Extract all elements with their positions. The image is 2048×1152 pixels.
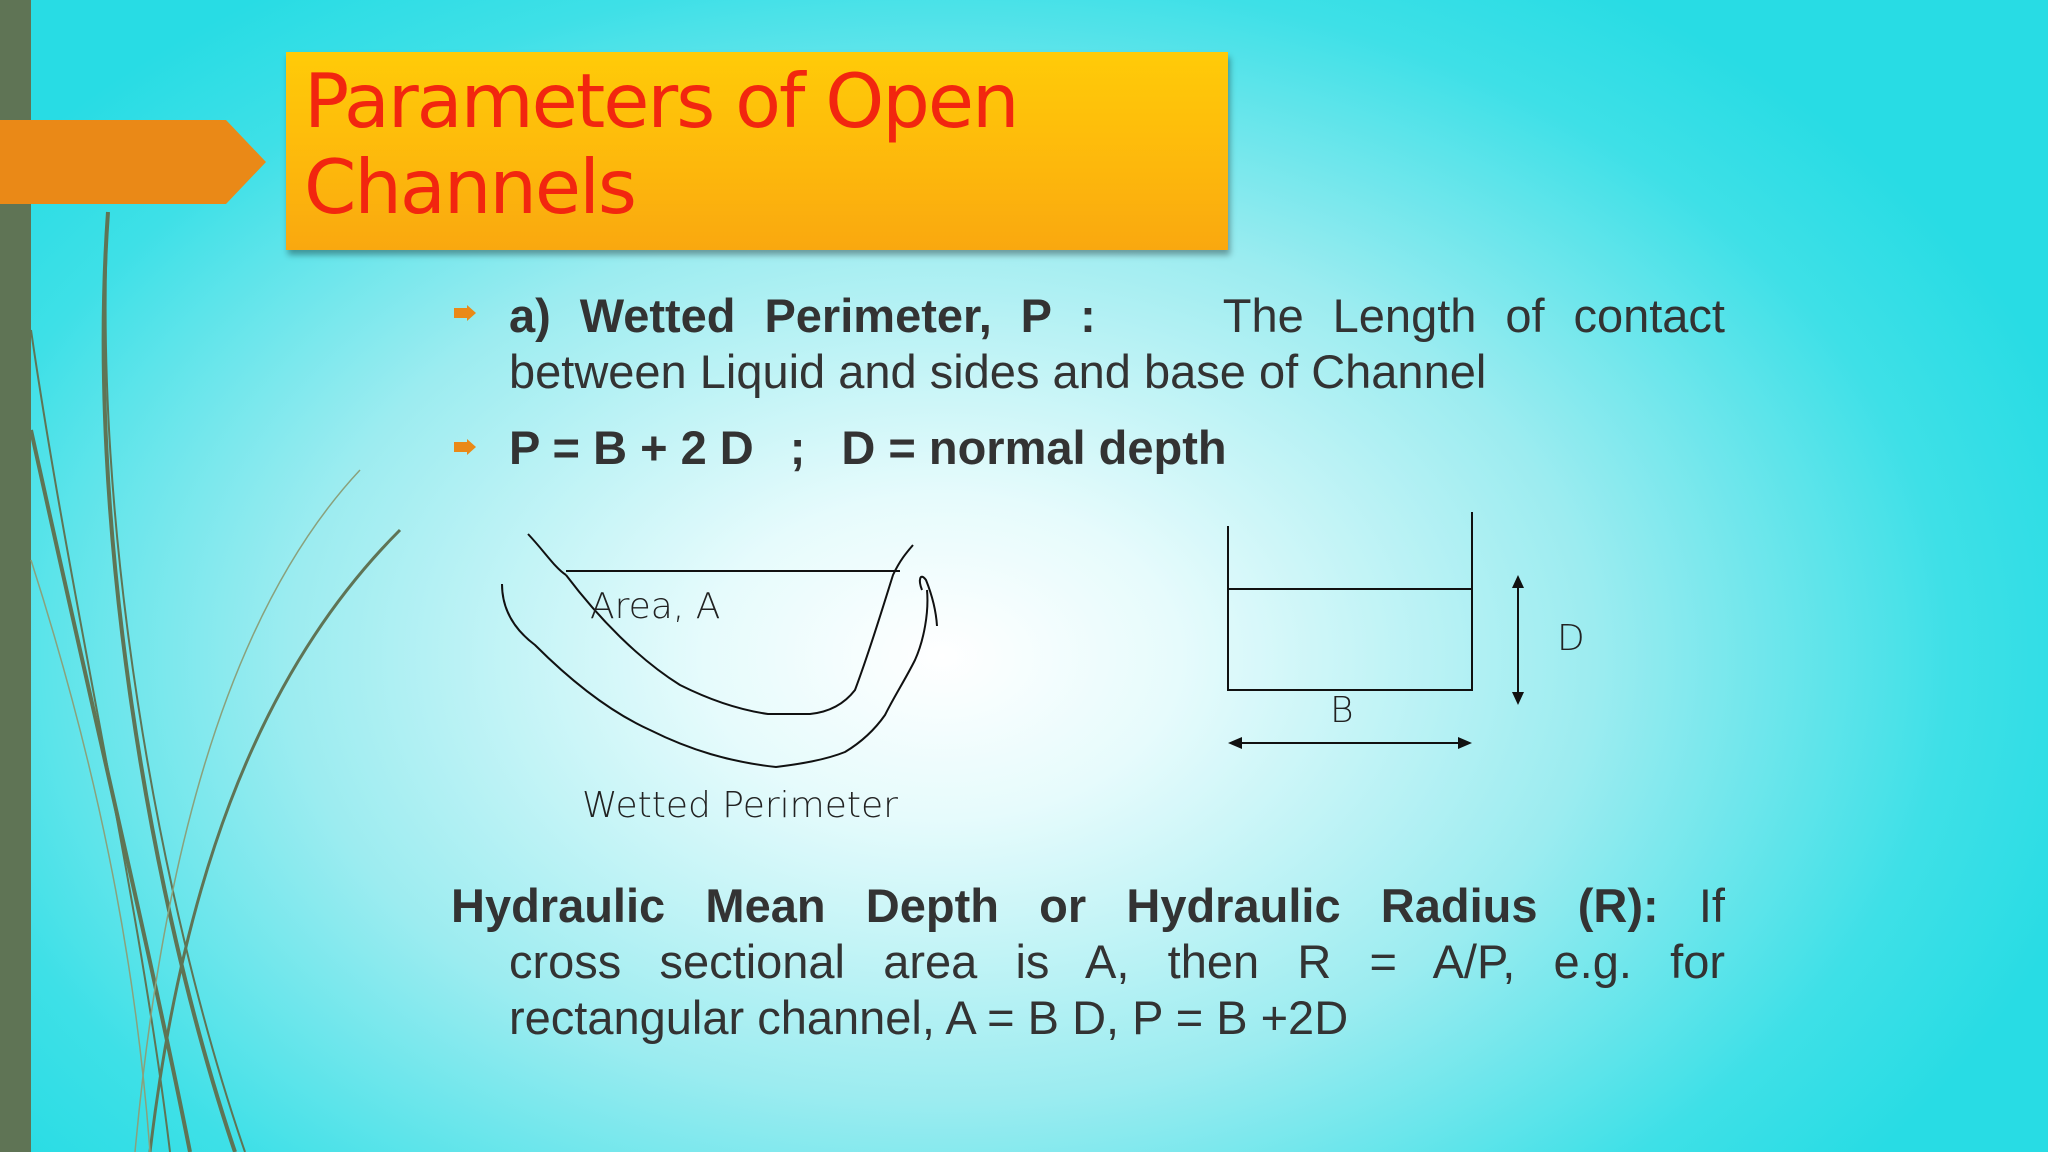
para-heading: Hydraulic Mean Depth or Hydraulic Radius… — [451, 879, 1659, 932]
para-line2-a: cross sectional area is A, then — [509, 935, 1260, 988]
bullet1-term: Wetted Perimeter, P : — [579, 289, 1096, 342]
trapezoid-channel-sketch — [501, 533, 938, 769]
para-line2-b: R = A/P, — [1297, 935, 1516, 988]
slide-title-line1: Parameters of Open — [304, 57, 1020, 145]
arrow-right-icon — [454, 305, 476, 321]
bullet1-label: a) — [509, 289, 551, 342]
title-arrow-tab — [0, 120, 266, 204]
wetted-perimeter-label: Wetted Perimeter — [582, 785, 898, 826]
hydraulic-radius-paragraph: Hydraulic Mean Depth or Hydraulic Radius… — [451, 878, 1725, 1046]
base-label: B — [1330, 690, 1354, 731]
para-line2-c: e.g. for — [1553, 935, 1725, 988]
formula-separator: ; — [789, 421, 806, 474]
para-line3: rectangular channel, A = B D, P = B +2D — [509, 991, 1349, 1044]
formula-text: P = B + 2 D — [509, 421, 754, 474]
normal-depth-note: D = normal depth — [841, 421, 1227, 474]
para-line2: cross sectional area is A, then R = A/P,… — [509, 934, 1725, 990]
bullet-wetted-perimeter: a) Wetted Perimeter, P : The Length of c… — [509, 288, 1725, 400]
rectangular-channel-diagram — [1227, 512, 1524, 749]
para-line1: Hydraulic Mean Depth or Hydraulic Radius… — [451, 878, 1725, 934]
bullet1-def-start: The Length of contact — [1222, 289, 1725, 342]
arrow-right-icon — [454, 439, 476, 455]
area-label: Area, A — [590, 586, 721, 627]
para-line1-end: If — [1698, 879, 1725, 932]
bullet1-def-end: between Liquid and sides and base of Cha… — [509, 345, 1487, 398]
slide-title-box: Parameters of Open Channels — [286, 52, 1228, 250]
slide-title-line2: Channels — [304, 143, 637, 231]
bullet-formula: P = B + 2 D; D = normal depth — [509, 420, 1227, 476]
bullet1-line1: a) Wetted Perimeter, P : The Length of c… — [509, 288, 1725, 344]
depth-label: D — [1557, 618, 1585, 659]
